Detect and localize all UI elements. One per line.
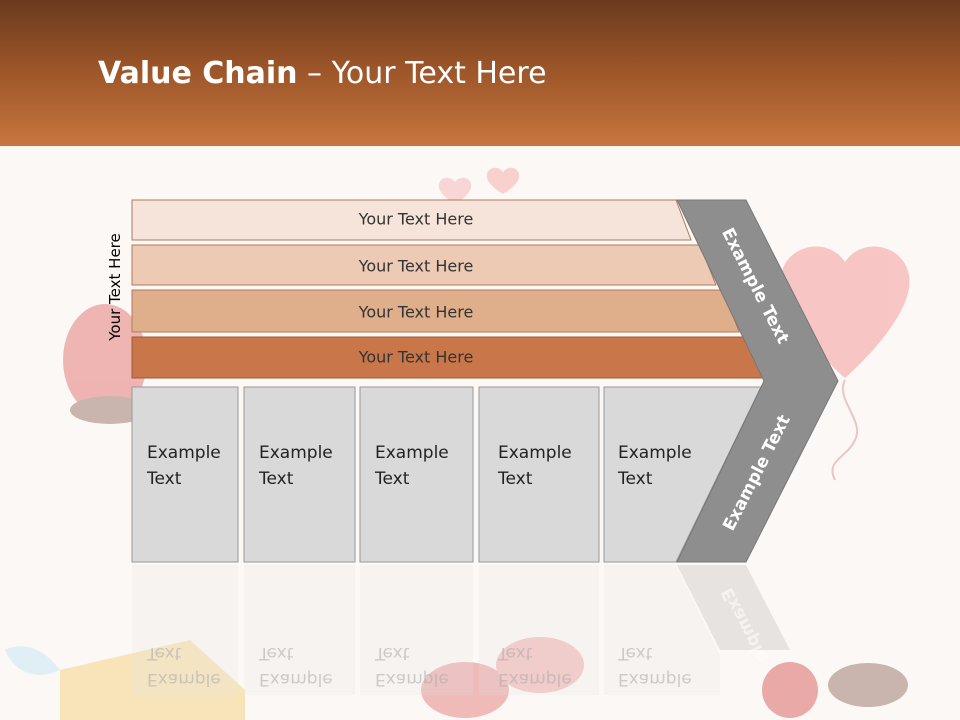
heart-small-icon	[486, 167, 520, 194]
slide-title: Value Chain – Your Text Here	[98, 56, 547, 91]
candle-icon	[421, 662, 509, 718]
strawberry-icon	[63, 304, 147, 416]
support-bars	[131, 199, 765, 379]
reflection	[132, 565, 790, 695]
primary-activities	[131, 386, 762, 563]
heart-balloon-icon	[780, 246, 910, 378]
activity-box-3	[359, 386, 474, 563]
activity-box-4	[478, 386, 600, 563]
support-bar-1	[131, 199, 692, 241]
background-decoration	[5, 167, 910, 720]
cherry-icon	[762, 662, 818, 718]
chocolate-heart-icon	[828, 663, 908, 707]
candle-icon	[496, 637, 584, 693]
activity-box-2	[243, 386, 356, 563]
support-bar-1-text: Your Text Here	[358, 209, 474, 229]
support-bar-3-text: Your Text Here	[358, 302, 474, 322]
support-bar-2	[131, 244, 717, 286]
margin-chevron	[676, 199, 839, 563]
activity-box-1	[131, 386, 239, 563]
title-bold: Value Chain	[98, 56, 298, 91]
wing-icon	[5, 646, 60, 675]
activity-box-5	[603, 386, 762, 563]
title-rest: – Your Text Here	[297, 56, 547, 91]
support-bar-3	[131, 289, 740, 333]
chocolate-shadow	[70, 396, 150, 424]
support-activities-label: Your Text Here	[106, 233, 124, 341]
balloon-string	[831, 379, 858, 481]
support-bar-2-text: Your Text Here	[358, 256, 474, 276]
title-banner	[0, 0, 960, 146]
envelope-icon	[60, 640, 245, 720]
heart-small-icon	[438, 177, 472, 204]
support-bar-4-text: Your Text Here	[358, 347, 474, 367]
